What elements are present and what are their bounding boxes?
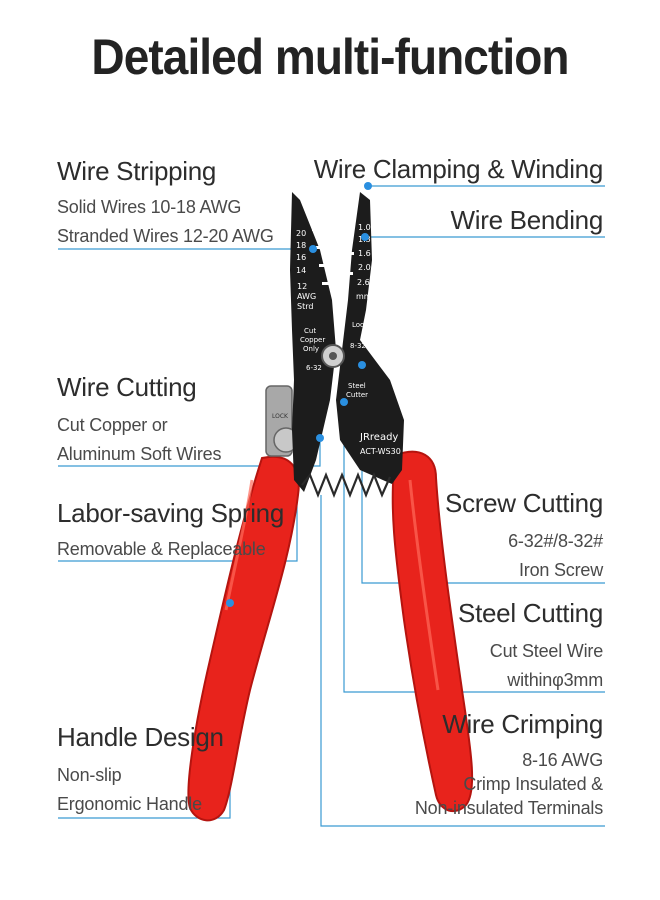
handle-design-heading: Handle Design bbox=[57, 722, 224, 752]
brand-label: JRready bbox=[359, 432, 398, 443]
page-title: Detailed multi-function bbox=[91, 29, 569, 85]
wire-stripping-line-2: Stranded Wires 12-20 AWG bbox=[57, 226, 274, 246]
gauge-16: 16 bbox=[296, 253, 306, 262]
wire-stripping-heading: Wire Stripping bbox=[57, 156, 217, 186]
steel-cutting-line-1: Cut Steel Wire bbox=[489, 641, 603, 661]
callout-handle-design: Handle Design Non-slip Ergonomic Handle bbox=[57, 722, 224, 819]
cut-copper-2: Copper bbox=[300, 336, 325, 344]
model-label: ACT-WS30 bbox=[360, 447, 401, 456]
mm-2-0: 2.0 bbox=[358, 263, 371, 272]
cut-copper-1: Cut bbox=[304, 327, 316, 335]
callout-wire-bending: Wire Bending bbox=[450, 205, 604, 236]
steel-cutter-2: Cutter bbox=[346, 391, 368, 399]
jaw-teeth bbox=[312, 228, 354, 285]
wire-cutting-line-1: Cut Copper or bbox=[57, 415, 168, 435]
screw-cutting-heading: Screw Cutting bbox=[445, 488, 603, 518]
steel-cutter-1: Steel bbox=[348, 382, 366, 390]
steel-cutting-heading: Steel Cutting bbox=[458, 598, 603, 628]
handle-design-line-2: Ergonomic Handle bbox=[57, 794, 202, 814]
lock-label: LOCK bbox=[272, 413, 289, 420]
callout-wire-cutting: Wire Cutting Cut Copper or Aluminum Soft… bbox=[57, 372, 221, 469]
screw-8-32: 8-32 bbox=[350, 342, 366, 350]
wire-clamping-heading: Wire Clamping & Winding bbox=[313, 154, 604, 184]
spring-line-1: Removable & Replaceable bbox=[57, 539, 266, 559]
left-jaw bbox=[290, 192, 336, 492]
screw-6-32: 6-32 bbox=[306, 364, 322, 372]
cut-copper-3: Only bbox=[303, 345, 319, 353]
leader-wire-cutting bbox=[58, 438, 321, 467]
awg-label: AWG bbox=[297, 292, 316, 301]
gauge-12: 12 bbox=[297, 282, 307, 291]
mm-1-0: 1.0 bbox=[358, 223, 371, 232]
wire-crimping-line-1: 8-16 AWG bbox=[522, 750, 603, 770]
right-handle bbox=[391, 450, 474, 813]
wire-crimping-heading: Wire Crimping bbox=[442, 709, 603, 739]
gauge-14: 14 bbox=[296, 266, 306, 275]
callout-wire-crimping: Wire Crimping 8-16 AWG Crimp Insulated &… bbox=[415, 709, 603, 820]
left-handle bbox=[187, 455, 300, 822]
screw-cutting-line-1: 6-32#/8-32# bbox=[508, 531, 603, 551]
callout-steel-cutting: Steel Cutting Cut Steel Wire withinφ3mm bbox=[458, 598, 603, 695]
mm-1-6: 1.6 bbox=[358, 249, 371, 258]
wire-stripping-line-1: Solid Wires 10-18 AWG bbox=[57, 197, 242, 217]
callout-labor-saving-spring: Labor-saving Spring Removable & Replacea… bbox=[57, 498, 284, 564]
gauge-18: 18 bbox=[296, 241, 306, 250]
wire-crimping-line-2: Crimp Insulated & bbox=[463, 774, 603, 794]
spring-heading: Labor-saving Spring bbox=[57, 498, 284, 528]
leader-wire-crimping bbox=[320, 495, 605, 827]
wire-bending-heading: Wire Bending bbox=[450, 205, 604, 235]
wire-cutting-line-2: Aluminum Soft Wires bbox=[57, 444, 222, 464]
leader-spring bbox=[58, 492, 298, 562]
mm-2-6: 2.6 bbox=[357, 278, 370, 287]
callout-dots bbox=[226, 182, 372, 607]
strd-label: Strd bbox=[297, 302, 313, 311]
callout-wire-clamping: Wire Clamping & Winding bbox=[313, 154, 604, 185]
spring bbox=[301, 472, 392, 498]
wire-cutting-heading: Wire Cutting bbox=[57, 372, 197, 402]
wire-crimping-line-3: Non-insulated Terminals bbox=[414, 798, 603, 818]
handle-design-line-1: Non-slip bbox=[57, 765, 122, 785]
right-jaw bbox=[336, 192, 404, 484]
screw-cutting-line-2: Iron Screw bbox=[518, 560, 603, 580]
looper-label: Looper bbox=[352, 321, 376, 329]
callout-wire-stripping: Wire Stripping Solid Wires 10-18 AWG Str… bbox=[57, 156, 274, 251]
callout-screw-cutting: Screw Cutting 6-32#/8-32# Iron Screw bbox=[445, 488, 603, 585]
steel-cutting-line-2: withinφ3mm bbox=[507, 670, 603, 690]
mm-unit: mm bbox=[356, 292, 372, 301]
leader-steel-cutting bbox=[343, 402, 605, 693]
gauge-20: 20 bbox=[296, 229, 306, 238]
